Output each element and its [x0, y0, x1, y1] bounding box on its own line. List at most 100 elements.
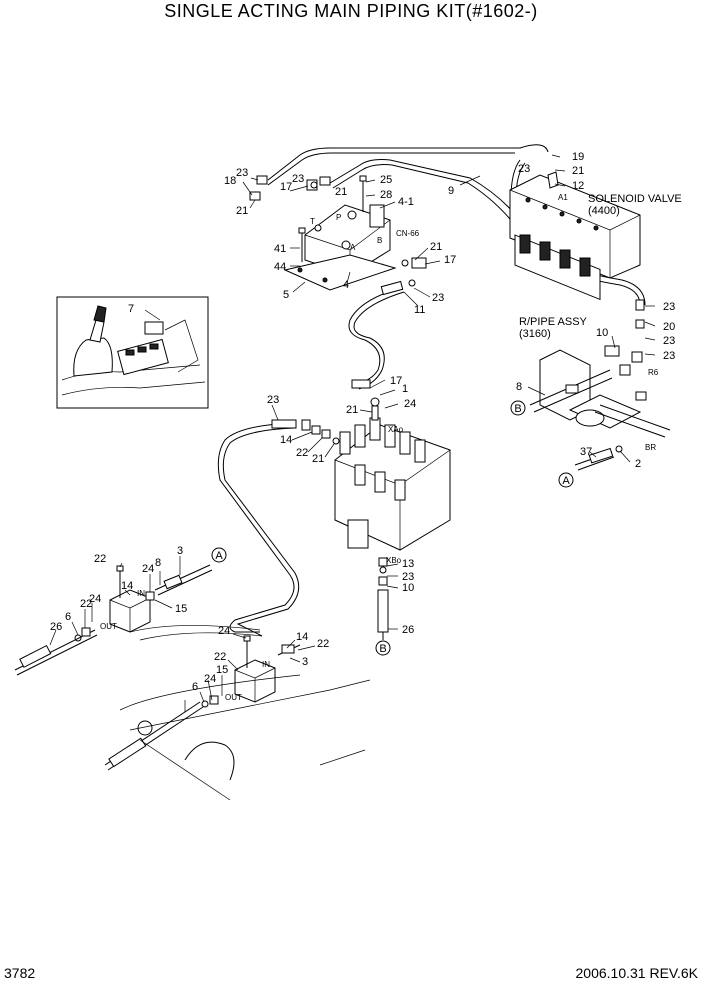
marker-label: B: [514, 403, 521, 415]
callout: 15: [175, 603, 187, 615]
callout: 3: [302, 656, 308, 668]
marker-label: A: [562, 475, 570, 487]
callout: 10: [596, 327, 608, 339]
port-b-label: B: [377, 236, 382, 245]
r6-label: R6: [648, 368, 659, 377]
circle-marker-a-1: A: [558, 472, 574, 488]
callout: 1: [402, 383, 408, 395]
callout: 2: [635, 458, 641, 470]
callout: 24: [404, 398, 416, 410]
leader-lines: [49, 154, 656, 712]
callout: 24: [204, 673, 216, 685]
out-label: OUT: [100, 622, 117, 631]
callout: 6: [192, 681, 198, 693]
callout: 26: [50, 621, 62, 633]
xbo-label: XBo: [386, 556, 402, 565]
a1-label: A1: [558, 193, 568, 202]
callout: 9: [448, 185, 454, 197]
callout: 22: [94, 553, 106, 565]
hose-11: [348, 280, 405, 390]
circle-marker-b-2: B: [375, 640, 391, 656]
pressure-switch-left: [14, 564, 263, 676]
callout: 6: [65, 611, 71, 623]
marker-label: B: [379, 643, 386, 655]
hose-7: [217, 419, 340, 637]
port-t-label: T: [310, 217, 315, 226]
callout: 13: [402, 558, 414, 570]
callout: 5: [283, 289, 289, 301]
callout: 19: [572, 151, 584, 163]
callout: 4: [343, 279, 349, 291]
callout: 21: [346, 404, 358, 416]
pressure-switch-lower: [104, 635, 371, 801]
callout: 25: [380, 174, 392, 186]
callout: 22: [317, 638, 329, 650]
page-title: SINGLE ACTING MAIN PIPING KIT(#1602-): [164, 1, 538, 21]
main-control-valve: [334, 397, 451, 551]
callout: 44: [274, 261, 286, 273]
callout: 23: [292, 173, 304, 185]
solenoid-valve-label: SOLENOID VALVE: [588, 193, 682, 205]
joystick-inset: [56, 296, 209, 409]
callout: 4-1: [398, 196, 414, 208]
callout: 10: [402, 582, 414, 594]
rpipe-assy-code: (3160): [519, 328, 551, 340]
solenoid-valve-code: (4400): [588, 205, 620, 217]
callout: 11: [414, 304, 425, 316]
callout: 21: [572, 165, 584, 177]
callout: 17: [444, 254, 456, 266]
port-a-label: A: [350, 243, 356, 252]
cn66-label: CN-66: [396, 229, 420, 238]
callout: 8: [155, 557, 161, 569]
date-revision: 2006.10.31 REV.6K: [575, 965, 698, 981]
callout: 24: [89, 593, 101, 605]
callout: 21: [335, 186, 347, 198]
rpipe-assy: [529, 299, 671, 438]
shuttle-block: [283, 175, 397, 291]
br-label: BR: [645, 443, 656, 452]
hose-8-right: [574, 445, 623, 471]
hose-10-bottom: [377, 557, 389, 640]
callout: 23: [432, 292, 444, 304]
out-label: OUT: [225, 693, 242, 702]
callout: 22: [80, 598, 92, 610]
circle-marker-b-1: B: [510, 400, 526, 416]
callout: 41: [274, 243, 286, 255]
page-number: 3782: [4, 965, 36, 981]
callout: 21: [312, 453, 324, 465]
callout: 3: [177, 545, 183, 557]
callout: 23: [663, 335, 675, 347]
callout: 22: [296, 447, 308, 459]
callout: 24: [218, 625, 230, 637]
callout: 14: [280, 434, 292, 446]
callout: 15: [216, 664, 228, 676]
callout: 23: [236, 167, 248, 179]
in-label: IN: [137, 589, 145, 598]
callout: 23: [402, 571, 414, 583]
callout: 14: [121, 580, 133, 592]
port-p-label: P: [336, 213, 341, 222]
callout: 22: [214, 651, 226, 663]
callout: 23: [663, 350, 675, 362]
callout: 8: [516, 381, 522, 393]
callout: 23: [663, 301, 675, 313]
callout-labels: 23 18 21 23 17 21 25 28 4-1 41 44 5 4 21…: [50, 151, 675, 693]
callout: 17: [280, 181, 292, 193]
callout: 14: [296, 631, 308, 643]
xao-label: XAo: [388, 425, 404, 434]
callout: 18: [224, 175, 236, 187]
callout: 17: [390, 375, 402, 387]
callout: 26: [402, 624, 414, 636]
callout: 24: [142, 563, 154, 575]
callout: 12: [572, 180, 584, 192]
callout: 20: [663, 321, 675, 333]
callout: 7: [128, 303, 134, 315]
annotation-text: SOLENOID VALVE (4400) R/PIPE ASSY (3160)…: [100, 193, 682, 702]
callout: 23: [267, 394, 279, 406]
callout: 21: [236, 205, 248, 217]
rpipe-assy-label: R/PIPE ASSY: [519, 316, 588, 328]
in-label: IN: [262, 660, 270, 669]
callout: 21: [430, 241, 442, 253]
marker-label: A: [215, 550, 223, 562]
